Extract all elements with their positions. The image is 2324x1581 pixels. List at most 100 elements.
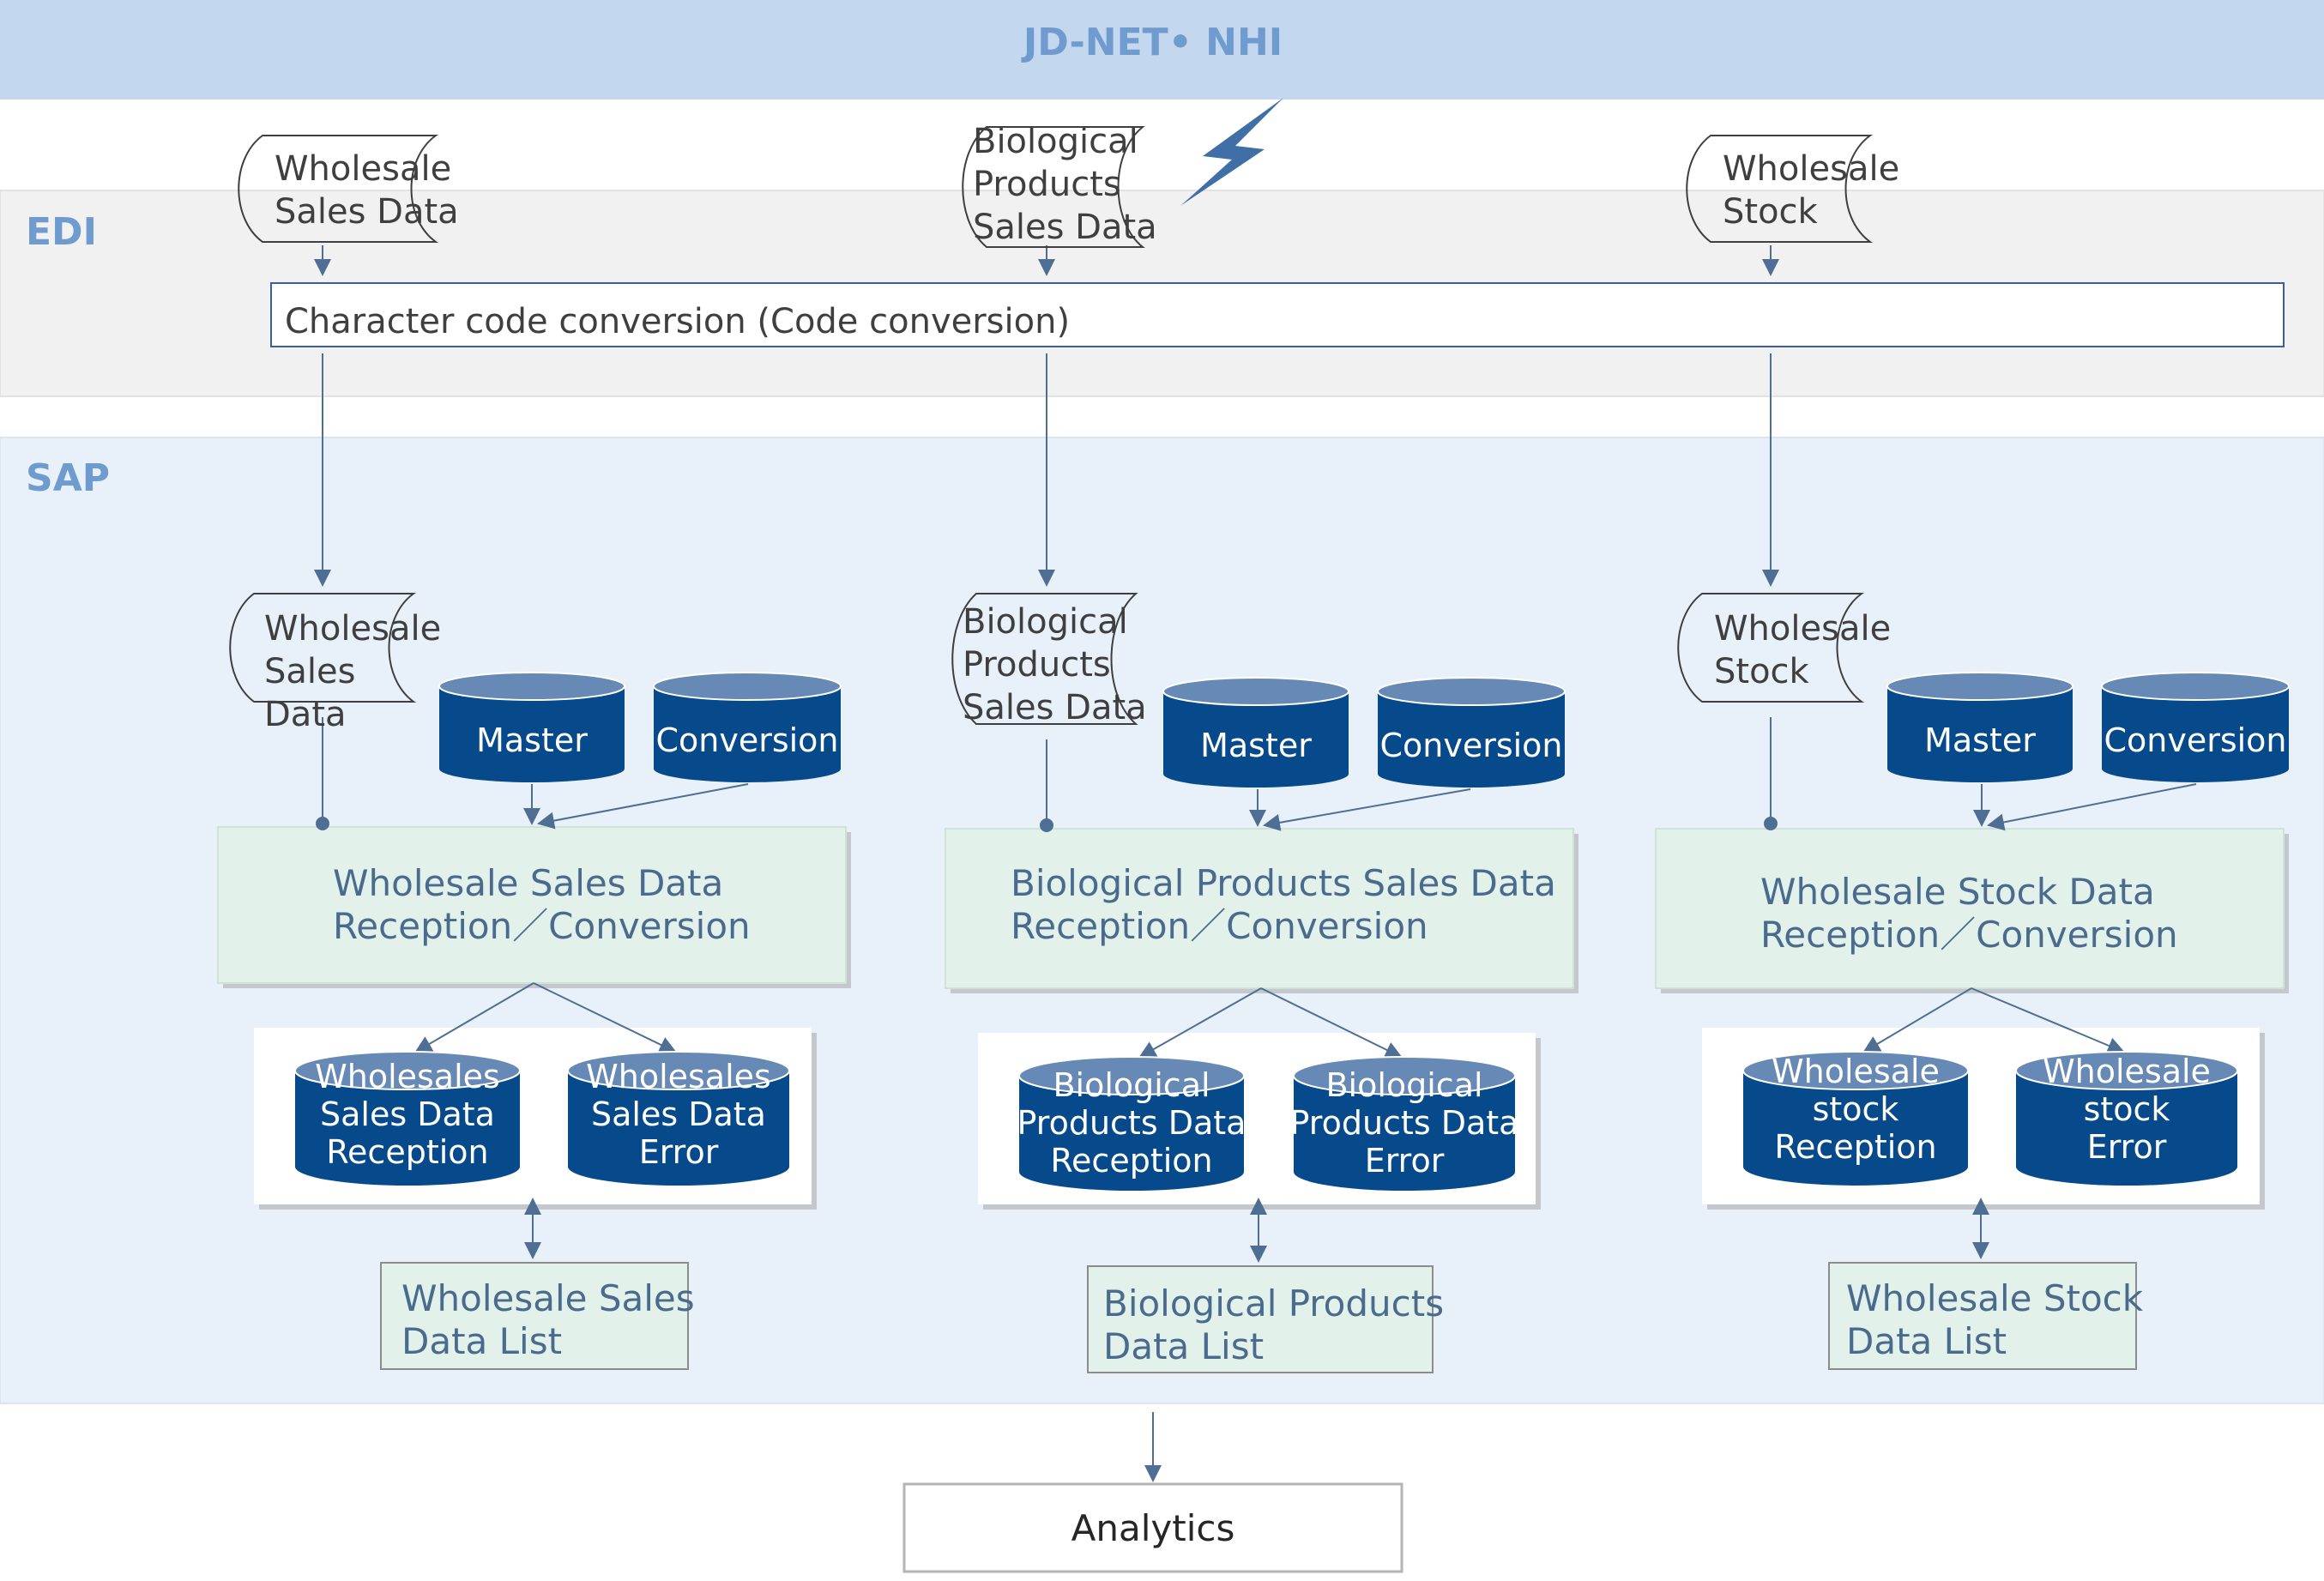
column-3-process-text-line-1: Wholesale Stock Data	[1760, 871, 2155, 913]
cylinder-body	[654, 686, 841, 782]
analytics-label: Analytics	[1071, 1507, 1235, 1549]
column-2-data-list-box	[1087, 1265, 1434, 1373]
cylinder-body	[1294, 1076, 1515, 1191]
column-1-master-db	[438, 672, 625, 782]
cylinder-body	[1743, 1071, 1968, 1186]
column-1-data-list-box	[380, 1262, 689, 1370]
header-band	[0, 0, 2324, 100]
column-3-error-db	[2015, 1051, 2238, 1186]
cylinder-top	[1377, 677, 1566, 706]
column-3-to-error-arrow	[1971, 987, 2125, 1054]
cylinder-top	[1742, 1051, 1969, 1090]
column-3-process-text-line-2: Reception／Conversion	[1760, 914, 2178, 956]
column-1-reception-text-line-1: Wholesales	[315, 1058, 500, 1095]
sap-band-label: SAP	[26, 456, 110, 500]
edi-band-label: EDI	[26, 210, 97, 254]
cylinder-body	[1019, 1076, 1244, 1191]
edi-input-document-1	[238, 135, 439, 243]
column-1-error-text-line-2: Sales Data	[591, 1095, 766, 1133]
column-3-error-text-line-1: Wholesale	[2043, 1053, 2211, 1090]
cylinder-top	[2015, 1051, 2238, 1090]
cylinder-top	[294, 1051, 521, 1090]
column-2-data-list-text-line-2: Data List	[1103, 1325, 1264, 1367]
column-2-process-box	[945, 828, 1574, 989]
column-3-reception-text-line-1: Wholesale	[1772, 1053, 1940, 1090]
column-1-connector-dot-icon	[316, 817, 329, 830]
column-1-reception-text-line-2: Sales Data	[320, 1095, 495, 1133]
column-3-master-db	[1886, 672, 2073, 782]
column-2-received-file-document	[951, 593, 1138, 725]
column-1-received-file-document	[229, 593, 417, 703]
column-1-reception-db	[294, 1051, 521, 1186]
column-3-reception-text-line-2: stock	[1813, 1090, 1899, 1128]
cylinder-top	[2101, 672, 2290, 701]
column-1-master-label: Master	[476, 721, 588, 759]
column-1-conversion-label: Conversion	[655, 721, 838, 759]
column-3-error-text-line-2: stock	[2084, 1090, 2170, 1128]
edi-input-document-3	[1686, 135, 1874, 243]
column-1-process-text-line-1: Wholesale Sales Data	[333, 862, 723, 904]
column-1-process-box	[217, 826, 847, 984]
column-1-error-text-line-3: Error	[639, 1133, 719, 1171]
column-2-conversion-db	[1377, 677, 1566, 787]
column-3-data-list-text-line-2: Data List	[1846, 1320, 2007, 1362]
column-3-file-text-line-2: Stock	[1714, 652, 1810, 691]
cylinder-body	[2016, 1071, 2237, 1186]
header-title: JD-NET• NHI	[1021, 21, 1283, 64]
column-2-reception-text-line-3: Reception	[1050, 1142, 1212, 1180]
cylinder-top	[1886, 672, 2073, 701]
lightning-bolt-icon	[1180, 98, 1283, 206]
column-1-conversion-arrow	[537, 783, 749, 830]
column-2-conversion-label: Conversion	[1379, 727, 1562, 764]
cylinder-top	[653, 672, 842, 701]
column-2-process-text-line-1: Biological Products Sales Data	[1011, 862, 1556, 904]
column-3-to-reception-arrow	[1862, 987, 1972, 1053]
column-3-process-box	[1655, 828, 2285, 989]
column-3-received-file-document	[1677, 593, 1865, 703]
cylinder-body	[1887, 686, 2073, 782]
column-2-error-text-line-3: Error	[1365, 1142, 1445, 1180]
column-1-file-text-line-3: Data	[264, 695, 347, 734]
cylinder-top	[438, 672, 625, 701]
column-3-conversion-arrow	[1987, 783, 2197, 831]
column-3-data-list-box	[1828, 1262, 2137, 1370]
edi-input-2-text-line-1: Biological	[973, 122, 1138, 161]
column-3-reception-text-line-3: Reception	[1774, 1128, 1936, 1166]
edi-input-document-2	[962, 126, 1145, 248]
column-1-to-reception-arrow	[414, 982, 534, 1053]
cylinder-top	[1293, 1056, 1516, 1095]
column-3-reception-db	[1742, 1051, 1969, 1186]
column-1-conversion-db	[653, 672, 842, 782]
column-1-error-text-line-1: Wholesales	[586, 1058, 771, 1095]
column-1-process-text-line-2: Reception／Conversion	[333, 905, 751, 947]
cylinder-body	[439, 686, 625, 782]
column-2-file-text-line-2: Products	[963, 645, 1111, 685]
cylinder-body	[1163, 691, 1349, 787]
column-1-error-db	[567, 1051, 790, 1186]
column-1-file-text-line-1: Wholesale	[264, 609, 441, 649]
column-1-to-error-arrow	[533, 982, 677, 1053]
column-2-master-db	[1162, 677, 1349, 787]
column-3-conversion-label: Conversion	[2104, 721, 2286, 759]
edi-input-2-text-line-2: Products	[973, 165, 1121, 204]
column-2-process-text-line-2: Reception／Conversion	[1011, 905, 1428, 947]
column-3-connector-dot-icon	[1764, 817, 1778, 830]
column-3-data-list-text-line-1: Wholesale Stock	[1846, 1277, 2144, 1319]
cylinder-top	[1018, 1056, 1245, 1095]
column-2-conversion-arrow	[1263, 788, 1471, 831]
column-2-connector-dot-icon	[1040, 818, 1053, 832]
edi-input-3-text-line-1: Wholesale	[1723, 149, 1899, 189]
cylinder-body	[295, 1071, 520, 1186]
column-2-master-label: Master	[1200, 727, 1312, 764]
column-3-master-label: Master	[1924, 721, 2036, 759]
column-1-data-list-text-line-2: Data List	[401, 1320, 562, 1362]
column-2-to-reception-arrow	[1138, 987, 1262, 1058]
column-2-reception-text-line-1: Biological	[1053, 1066, 1210, 1104]
code-conversion-label: Character code conversion (Code conversi…	[285, 302, 1070, 341]
edi-input-3-text-line-2: Stock	[1723, 192, 1819, 232]
column-1-reception-text-line-3: Reception	[326, 1133, 488, 1171]
column-2-file-text-line-1: Biological	[963, 602, 1128, 642]
column-2-error-text-line-2: Products Data	[1290, 1104, 1519, 1142]
cylinder-top	[1162, 677, 1349, 706]
